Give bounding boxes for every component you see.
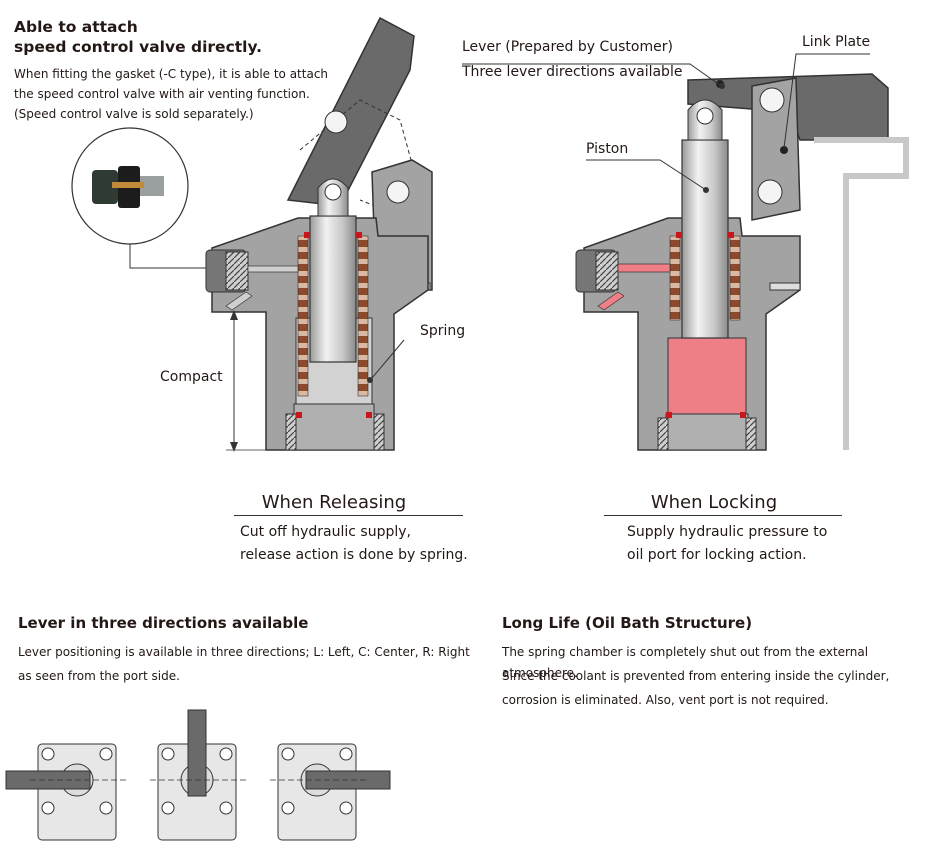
locking-rule bbox=[604, 515, 842, 516]
long-life-line2: Since the coolant is prevented from ente… bbox=[502, 669, 890, 683]
label-compact: Compact bbox=[160, 369, 223, 385]
locking-line1: Supply hydraulic pressure to bbox=[627, 524, 828, 540]
locking-diagram bbox=[462, 53, 909, 451]
label-link-plate: Link Plate bbox=[802, 34, 871, 50]
lever-direction-center bbox=[150, 709, 248, 841]
label-lever-directions: Three lever directions available bbox=[462, 64, 683, 80]
lever-direction-right bbox=[270, 743, 391, 841]
lever-direction-left bbox=[5, 743, 128, 841]
label-piston: Piston bbox=[586, 141, 629, 157]
label-lever-customer: Lever (Prepared by Customer) bbox=[462, 39, 673, 55]
locking-caption: When Locking bbox=[650, 492, 778, 513]
long-life-line3: corrosion is eliminated. Also, vent port… bbox=[502, 693, 829, 707]
speed-control-title-line1: Able to attach bbox=[14, 18, 138, 36]
releasing-caption: When Releasing bbox=[261, 492, 407, 513]
lever-section-title: Lever in three directions available bbox=[18, 614, 309, 632]
releasing-rule bbox=[234, 515, 463, 516]
releasing-line2: release action is done by spring. bbox=[240, 547, 468, 563]
long-life-title: Long Life (Oil Bath Structure) bbox=[502, 614, 753, 632]
speed-control-title-line2: speed control valve directly. bbox=[14, 38, 263, 56]
lever-section-line1: Lever positioning is available in three … bbox=[18, 645, 470, 659]
speed-control-desc-line1: When fitting the gasket (-C type), it is… bbox=[14, 67, 329, 81]
releasing-diagram bbox=[71, 16, 433, 452]
long-life-line1: The spring chamber is completely shut ou… bbox=[502, 645, 869, 680]
speed-control-desc-line2: the speed control valve with air venting… bbox=[14, 87, 310, 101]
speed-control-desc-line3: (Speed control valve is sold separately.… bbox=[14, 107, 254, 121]
locking-line2: oil port for locking action. bbox=[627, 547, 807, 563]
lever-section-line2: as seen from the port side. bbox=[18, 669, 180, 683]
label-spring: Spring bbox=[420, 323, 466, 339]
releasing-line1: Cut off hydraulic supply, bbox=[240, 524, 411, 540]
